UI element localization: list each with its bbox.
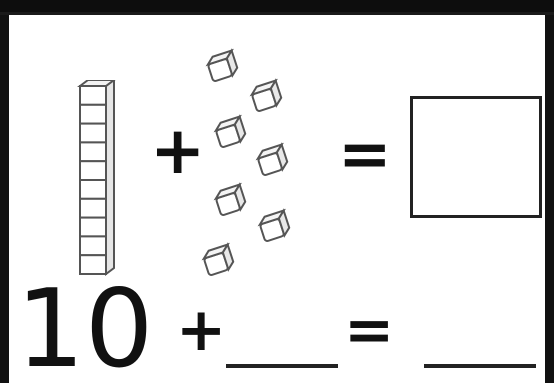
ones-answer-blank[interactable] xyxy=(226,364,338,368)
equals-sign-bottom: = xyxy=(344,300,394,360)
ten-rod-segment xyxy=(80,218,106,237)
ten-rod-block xyxy=(76,80,116,276)
plus-sign-bottom: + xyxy=(176,300,226,360)
ones-cubes-group xyxy=(195,40,300,280)
ones-cube xyxy=(256,145,289,176)
sum-answer-blank[interactable] xyxy=(424,364,536,368)
ten-rod-segment xyxy=(80,236,106,255)
ten-rod-segment xyxy=(80,199,106,218)
ones-cube xyxy=(202,245,235,276)
ones-cube xyxy=(214,185,247,216)
ones-cube xyxy=(258,211,291,242)
ten-rod-segment xyxy=(80,86,106,105)
plus-sign-top: + xyxy=(150,118,205,184)
ten-rod-segment xyxy=(80,180,106,199)
tens-number: 10 xyxy=(16,276,153,384)
answer-box[interactable] xyxy=(410,96,542,218)
ten-rod-segment xyxy=(80,124,106,143)
frame-divider xyxy=(0,12,554,15)
top-frame-bar xyxy=(0,0,554,12)
ten-rod-segment xyxy=(80,161,106,180)
ten-rod-segment xyxy=(80,105,106,124)
ten-rod-segment xyxy=(80,142,106,161)
ones-cube xyxy=(206,51,239,82)
ones-cube xyxy=(214,117,247,148)
ten-rod-side xyxy=(106,80,114,274)
equals-sign-top: = xyxy=(338,123,392,187)
ones-cube xyxy=(250,81,283,112)
